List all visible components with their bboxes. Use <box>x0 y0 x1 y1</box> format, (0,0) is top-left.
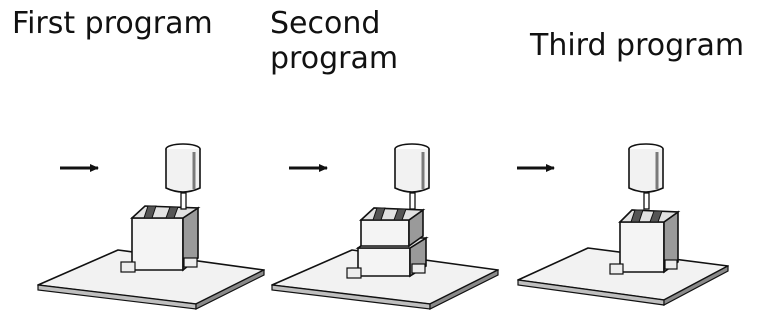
workpiece-block-upper-tier <box>358 207 426 248</box>
milling-spindle-icon <box>165 143 201 210</box>
panel-1-label-line-1: First program <box>12 6 213 41</box>
milling-spindle-icon <box>628 143 664 210</box>
milling-spindle-icon <box>394 143 430 210</box>
panel-3-illustration <box>517 143 729 306</box>
panel-1-illustration <box>37 143 265 310</box>
panel-2-label: Second program <box>270 6 398 76</box>
panel-3-label-line-1: Third program <box>530 28 745 63</box>
panel-3-label: Third program <box>530 28 744 63</box>
panel-2-illustration <box>271 143 499 310</box>
panel-2-label-line-2: program <box>270 41 399 76</box>
base-plate <box>37 249 265 310</box>
workpiece-block <box>609 209 681 275</box>
workpiece-block <box>120 205 201 273</box>
base-plate <box>271 249 499 310</box>
panel-2-label-line-1: Second <box>270 6 381 41</box>
panel-1-label: First program <box>12 6 213 41</box>
